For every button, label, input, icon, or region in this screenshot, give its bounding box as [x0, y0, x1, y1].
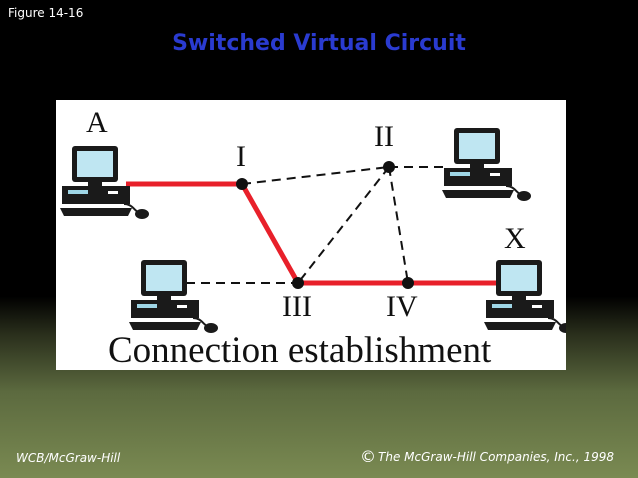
- switch-label-iv: IV: [386, 290, 418, 323]
- switch-node-i: [236, 178, 248, 190]
- diagram-caption: Connection establishment: [108, 330, 492, 370]
- switch-label-ii: II: [374, 120, 394, 153]
- switch-label-iii: III: [282, 290, 312, 323]
- figure-label: Figure 14-16: [8, 6, 84, 20]
- computer-icon: [128, 259, 219, 334]
- link-ii-iii: [297, 166, 390, 284]
- computer-icon: [441, 127, 532, 202]
- computer-icon: [483, 259, 566, 334]
- link-ii-iv: [388, 166, 409, 284]
- switch-node-iii: [292, 277, 304, 289]
- copyright-symbol: ©: [360, 447, 377, 466]
- path-i-iii: [239, 182, 301, 285]
- endpoint-label-a: A: [86, 106, 108, 139]
- idle-links: [186, 166, 448, 284]
- network-diagram-svg: A I II III IV X Connection establishment: [59, 106, 566, 370]
- link-i-ii: [241, 166, 390, 185]
- active-circuit-path: [126, 181, 501, 286]
- switch-label-i: I: [236, 140, 246, 173]
- switch-node-iv: [402, 277, 414, 289]
- slide-title: Switched Virtual Circuit: [172, 31, 466, 56]
- switch-node-ii: [383, 161, 395, 173]
- publisher-footer: WCB/McGraw-Hill: [16, 451, 121, 465]
- copyright-footer: ©The McGraw-Hill Companies, Inc., 1998: [360, 447, 614, 466]
- copyright-text: The McGraw-Hill Companies, Inc., 1998: [378, 450, 614, 464]
- network-diagram: A I II III IV X Connection establishment: [56, 100, 566, 370]
- endpoint-label-x: X: [504, 222, 526, 255]
